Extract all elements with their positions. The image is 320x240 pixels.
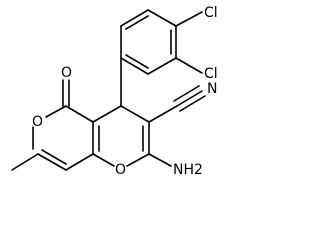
nitrile-nitrogen-label: N (207, 81, 217, 97)
dichlorophenyl-ring (120, 9, 177, 75)
pyran-oxygen-label: O (115, 162, 126, 178)
pyran-ring (92, 57, 150, 167)
bond-a5-cl-lower (175, 57, 203, 74)
chlorine-label-upper: Cl (204, 5, 218, 21)
bond-c4-c4a (92, 105, 122, 123)
bond-a2-a3 (120, 9, 149, 27)
bond-triple-2 (173, 85, 200, 102)
nitrile-group (148, 85, 206, 123)
bond-c2-nh2 (148, 153, 172, 167)
bond-a3-a4 (147, 9, 177, 27)
chlorine-label-lower: Cl (204, 66, 218, 82)
carbonyl-oxygen-label: O (61, 65, 72, 81)
bond-c8-c8a (65, 153, 94, 171)
bond-c2-o1 (126, 153, 150, 167)
bond-c4-c3 (120, 105, 150, 123)
bond-a6-a1-double (125, 54, 149, 69)
bond-a4-cl-upper (175, 11, 203, 27)
bond-c3-cn (148, 105, 178, 123)
pyranone-ring (32, 105, 94, 171)
bond-triple-3 (179, 95, 206, 112)
bond-c7-methyl (11, 153, 39, 171)
amine-label: NH2 (173, 162, 203, 178)
bond-a6-a1 (120, 57, 149, 75)
bond-o1-c8a (92, 153, 115, 167)
bond-c7-c8 (37, 153, 67, 171)
bond-c5-o6 (45, 105, 67, 118)
chemical-structure-diagram: Cl Cl O O O N NH2 (11, 5, 218, 178)
bond-c7-c8-double (41, 149, 67, 165)
bond-a5-a6 (147, 57, 177, 75)
bond-triple-1 (176, 90, 203, 107)
bond-a2-a3-double (125, 15, 149, 30)
lactone-oxygen-label: O (32, 114, 43, 130)
bond-c4a-c5 (65, 105, 94, 123)
